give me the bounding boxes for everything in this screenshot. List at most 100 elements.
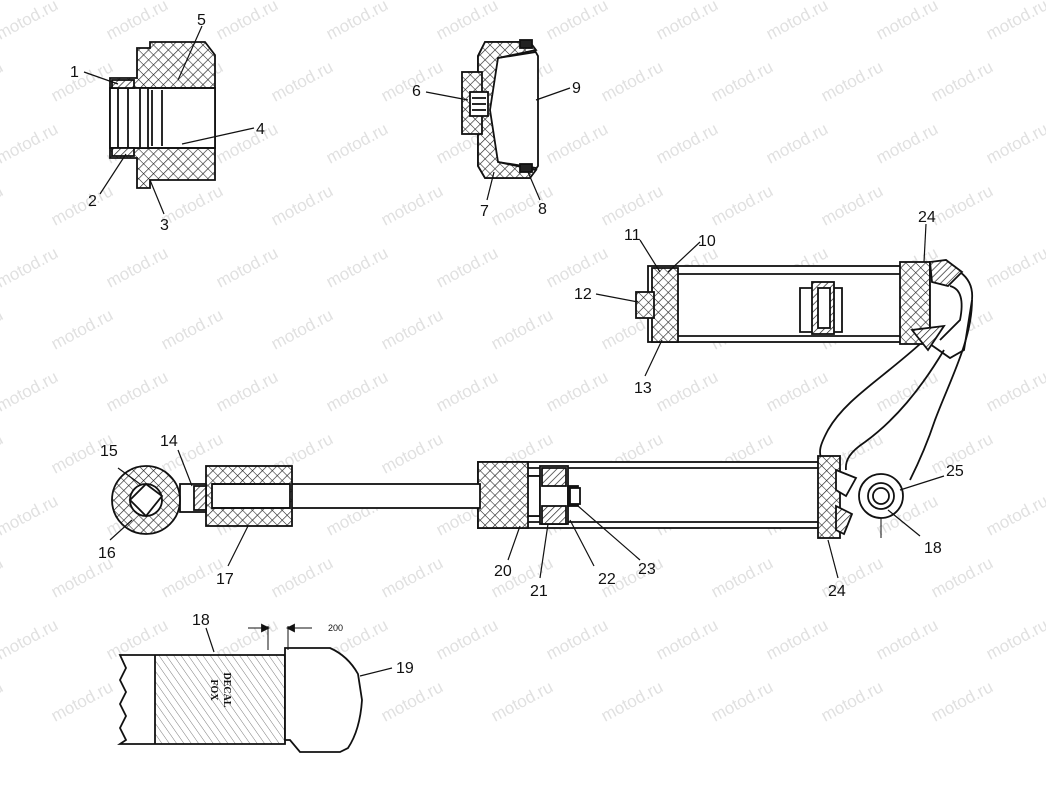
watermark-text: motod.ru xyxy=(818,677,886,725)
watermark-text: motod.ru xyxy=(213,243,281,291)
watermark-text: motod.ru xyxy=(653,615,721,663)
watermark-text: motod.ru xyxy=(488,305,556,353)
watermark-text: motod.ru xyxy=(0,57,6,105)
callout-24-bottom: 24 xyxy=(828,583,846,600)
callout-7: 7 xyxy=(480,203,489,220)
watermark-text: motod.ru xyxy=(543,243,611,291)
shock-body xyxy=(477,455,904,539)
watermark-text: motod.ru xyxy=(378,553,446,601)
watermark-text: motod.ru xyxy=(873,0,941,44)
watermark-text: motod.ru xyxy=(708,57,776,105)
watermark-text: motod.ru xyxy=(378,305,446,353)
watermark-text: motod.ru xyxy=(433,367,501,415)
watermark-text: motod.ru xyxy=(213,0,281,44)
watermark-text: motod.ru xyxy=(488,677,556,725)
callout-17: 17 xyxy=(216,571,234,588)
watermark-text: motod.ru xyxy=(268,181,336,229)
watermark-text: motod.ru xyxy=(0,243,61,291)
watermark-text: motod.ru xyxy=(0,119,61,167)
watermark-text: motod.ru xyxy=(433,0,501,44)
watermark-text: motod.ru xyxy=(763,367,831,415)
watermark-text: motod.ru xyxy=(268,57,336,105)
watermark-text: motod.ru xyxy=(708,553,776,601)
watermark-text: motod.ru xyxy=(213,367,281,415)
watermark-text: motod.ru xyxy=(48,57,116,105)
watermark-text: motod.ru xyxy=(763,119,831,167)
watermark-text: motod.ru xyxy=(983,491,1046,539)
reservoir-cap-assembly xyxy=(461,39,539,179)
watermark-text: motod.ru xyxy=(0,305,6,353)
watermark-text: motod.ru xyxy=(598,57,666,105)
watermark-text: motod.ru xyxy=(158,305,226,353)
leader-lines xyxy=(83,25,945,677)
watermark-text: motod.ru xyxy=(873,119,941,167)
callout-11: 11 xyxy=(624,227,641,244)
callout-10: 10 xyxy=(698,233,716,250)
watermark-text: motod.ru xyxy=(48,181,116,229)
callout-labels: 1 2 3 4 5 6 7 8 9 10 11 12 13 24 15 14 1… xyxy=(70,12,964,677)
watermark-text: motod.ru xyxy=(928,677,996,725)
watermark-text: motod.ru xyxy=(763,0,831,44)
callout-20: 20 xyxy=(494,563,512,580)
watermark-text: motod.ru xyxy=(268,553,336,601)
watermark-text: motod.ru xyxy=(268,305,336,353)
watermark-text: motod.ru xyxy=(323,0,391,44)
callout-4: 4 xyxy=(256,121,265,138)
watermark-text: motod.ru xyxy=(378,429,446,477)
callout-8: 8 xyxy=(538,201,547,218)
watermark-text: motod.ru xyxy=(873,615,941,663)
watermark-text: motod.ru xyxy=(0,181,6,229)
callout-19: 19 xyxy=(396,660,414,677)
callout-24-top: 24 xyxy=(918,209,936,226)
watermark-text: motod.ru xyxy=(323,243,391,291)
callout-1: 1 xyxy=(70,64,79,81)
callout-6: 6 xyxy=(412,83,421,100)
watermark-text: motod.ru xyxy=(103,367,171,415)
hose xyxy=(819,299,973,481)
watermark-text: motod.ru xyxy=(763,615,831,663)
callout-12: 12 xyxy=(574,286,592,303)
watermark-text: motod.ru xyxy=(653,0,721,44)
callout-16: 16 xyxy=(98,545,116,562)
watermark-text: motod.ru xyxy=(323,367,391,415)
dimension-label: 200 xyxy=(328,623,343,633)
watermark-text: motod.ru xyxy=(0,429,6,477)
callout-21: 21 xyxy=(530,583,548,600)
callout-9: 9 xyxy=(572,80,581,97)
decal-text-decal: DECAL xyxy=(221,672,232,707)
watermark-text: motod.ru xyxy=(543,119,611,167)
watermark-text: motod.ru xyxy=(378,677,446,725)
watermark-text: motod.ru xyxy=(708,181,776,229)
callout-13: 13 xyxy=(634,380,652,397)
watermark-text: motod.ru xyxy=(983,119,1046,167)
callout-25: 25 xyxy=(946,463,964,480)
watermark-text: motod.ru xyxy=(0,677,6,725)
watermark-text: motod.ru xyxy=(0,0,61,44)
watermark-text: motod.ru xyxy=(983,367,1046,415)
reservoir-assembly xyxy=(635,259,973,360)
watermark-text: motod.ru xyxy=(928,181,996,229)
callout-18-detail: 18 xyxy=(192,612,210,629)
callout-5: 5 xyxy=(197,12,206,29)
watermark-text: motod.ru xyxy=(543,615,611,663)
watermark-text: motod.ru xyxy=(818,57,886,105)
watermark-text: motod.ru xyxy=(378,181,446,229)
watermark-text: motod.ru xyxy=(213,119,281,167)
watermark-text: motod.ru xyxy=(818,181,886,229)
callout-18: 18 xyxy=(924,540,942,557)
watermark-text: motod.ru xyxy=(983,0,1046,44)
decal-text-fox: FOX xyxy=(208,679,219,701)
watermark-text: motod.ru xyxy=(0,491,61,539)
callout-15: 15 xyxy=(100,443,118,460)
watermark-text: motod.ru xyxy=(0,367,61,415)
callout-23: 23 xyxy=(638,561,656,578)
bushing-assembly xyxy=(109,41,216,189)
watermark-text: motod.ru xyxy=(543,0,611,44)
watermark-text: motod.ru xyxy=(928,553,996,601)
watermark-text: motod.ru xyxy=(983,615,1046,663)
callout-14: 14 xyxy=(160,433,178,450)
watermark-text: motod.ru xyxy=(0,553,6,601)
watermark-text: motod.ru xyxy=(653,119,721,167)
watermark-text: motod.ru xyxy=(103,0,171,44)
